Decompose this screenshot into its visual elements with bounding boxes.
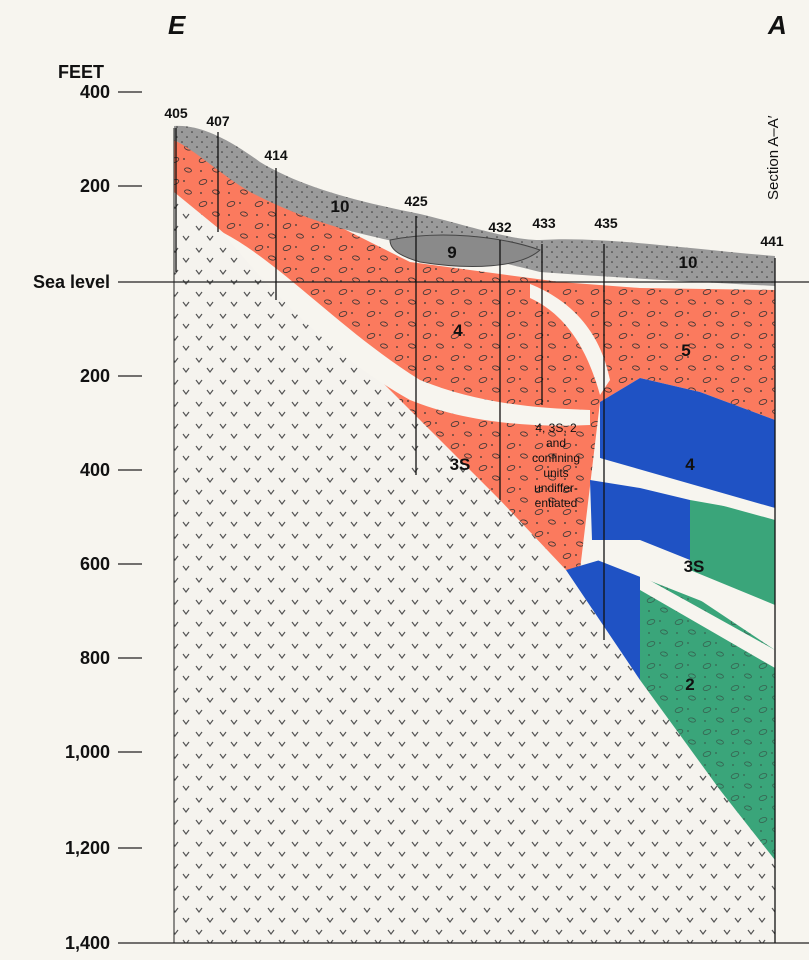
unit-label-4-left: 4: [453, 321, 463, 340]
well-label: 432: [488, 219, 512, 235]
well-label: 441: [760, 233, 784, 249]
unit-label-3s-right: 3S: [684, 557, 705, 576]
basement-pattern: [174, 192, 775, 943]
undifferentiated-note: 4, 3S, 2 and confining units undiffer- e…: [532, 421, 580, 510]
well-label: 435: [594, 215, 618, 231]
unit-label-10-left: 10: [331, 197, 350, 216]
unit-label-3s-left: 3S: [450, 455, 471, 474]
note-line: 4, 3S, 2: [535, 421, 577, 435]
note-line: undiffer-: [534, 481, 578, 495]
confining-band-2: [530, 284, 610, 395]
unit-2-blue: [566, 560, 640, 680]
unit-9-gray: [389, 234, 541, 267]
confining-band-1: [222, 232, 590, 426]
note-line: entiated: [535, 496, 578, 510]
well-label: 405: [164, 105, 188, 121]
tick-label: Sea level: [33, 272, 110, 292]
well-label: 414: [264, 147, 288, 163]
section-label: Section A–A′: [765, 115, 782, 200]
well-labels: 405 407 414 425 432 433 435 441: [164, 105, 784, 249]
confining-band-3: [600, 458, 775, 520]
confining-band-4: [592, 540, 775, 630]
unit-labels: 10 10 9 4 5 3S 4 3S 2: [331, 197, 705, 694]
unit-label-4-right: 4: [685, 455, 695, 474]
depth-tick-labels: 400 200 Sea level 200 400 600 800 1,000 …: [33, 82, 110, 953]
unit-3s-blue: [590, 480, 690, 560]
tick-label: 200: [80, 176, 110, 196]
corner-right-label: A: [767, 10, 787, 40]
tick-label: 1,200: [65, 838, 110, 858]
depth-tick-marks: [118, 91, 142, 849]
well-bores: [175, 128, 776, 943]
unit-label-10-right: 10: [679, 253, 698, 272]
confining-band-5: [640, 575, 775, 668]
note-line: units: [543, 466, 568, 480]
note-line: and: [546, 436, 566, 450]
tick-label: 600: [80, 554, 110, 574]
well-label: 425: [404, 193, 428, 209]
tick-label: 1,000: [65, 742, 110, 762]
unit-3s-green: [690, 500, 775, 605]
unit-label-5: 5: [681, 341, 690, 360]
tick-label: 1,400: [65, 933, 110, 953]
tick-label: 200: [80, 366, 110, 386]
note-line: confining: [532, 451, 580, 465]
unit-label-2: 2: [685, 675, 694, 694]
well-label: 433: [532, 215, 556, 231]
tick-label: 800: [80, 648, 110, 668]
unit-4-pattern: [174, 140, 775, 570]
tick-label: 400: [80, 460, 110, 480]
corner-left-label: E: [168, 10, 186, 40]
unit-10-pattern: [174, 125, 775, 287]
unit-label-9: 9: [447, 243, 456, 262]
well-label: 407: [206, 113, 230, 129]
axis-title: FEET: [58, 62, 104, 82]
tick-label: 400: [80, 82, 110, 102]
